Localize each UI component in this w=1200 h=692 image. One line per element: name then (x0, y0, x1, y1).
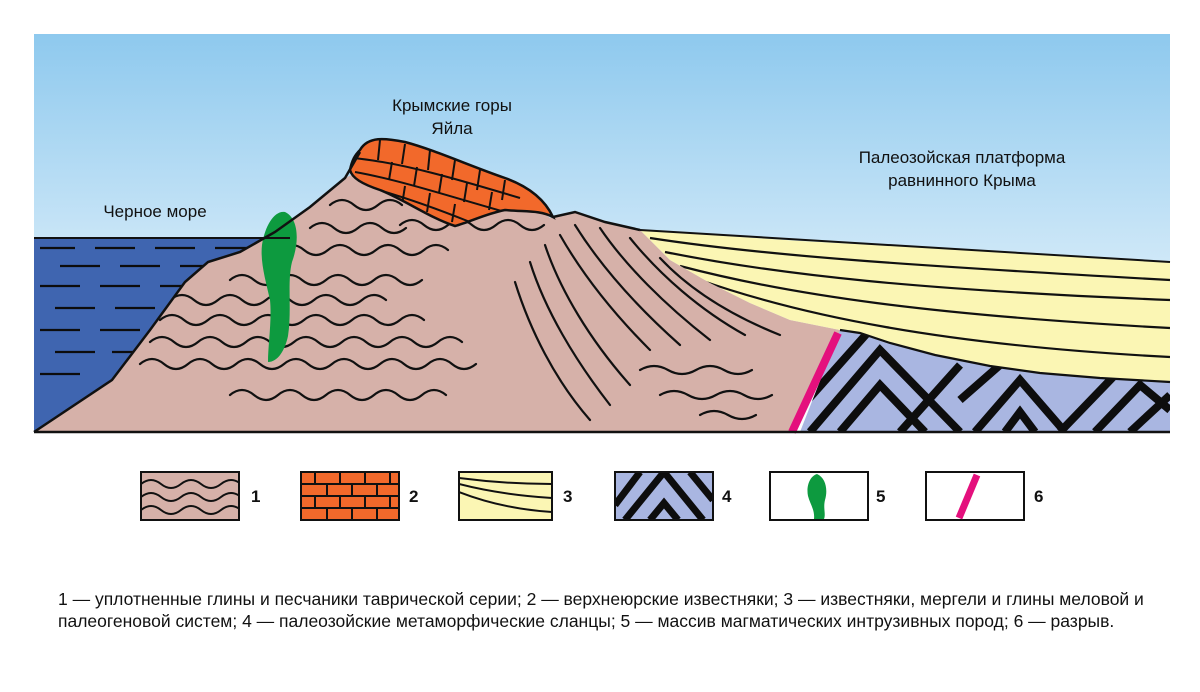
legend-swatch-6 (925, 471, 1025, 521)
ground-surface (33, 151, 362, 434)
legend-number-1: 1 (251, 487, 260, 506)
legend-swatch-4 (614, 471, 714, 521)
upper-jurassic-limestone (348, 137, 556, 228)
legend-caption: 1 — уплотненные глины и песчаники таврич… (58, 589, 1144, 631)
label-mountains-line2: Яйла (431, 119, 473, 138)
schist-top-contact (839, 328, 1171, 384)
intrusive-massif (261, 211, 297, 362)
legend-number-5: 5 (876, 487, 885, 506)
legend-swatch-2 (300, 471, 400, 521)
legend-number-6: 6 (1034, 487, 1043, 506)
legend: 1 2 3 (140, 471, 1043, 521)
sea-wave-marks (40, 246, 255, 376)
label-mountains-line1: Крымские горы (392, 96, 512, 115)
legend-number-4: 4 (722, 487, 732, 506)
legend-swatch-5 (769, 471, 869, 521)
yellow-layer-lines (649, 236, 1170, 359)
label-platform-line2: равнинного Крыма (888, 171, 1036, 190)
fold-lines (138, 198, 782, 422)
legend-swatch-3 (458, 471, 553, 521)
label-sea: Черное море (103, 202, 206, 221)
label-platform-line1: Палеозойская платформа (859, 148, 1066, 167)
legend-swatch-1 (140, 471, 240, 521)
legend-number-2: 2 (409, 487, 418, 506)
schist-chevrons (800, 330, 1170, 432)
ground-surface-east (552, 210, 641, 232)
yellow-top-contact (639, 229, 1171, 263)
legend-number-3: 3 (563, 487, 572, 506)
fault-line (788, 331, 842, 434)
